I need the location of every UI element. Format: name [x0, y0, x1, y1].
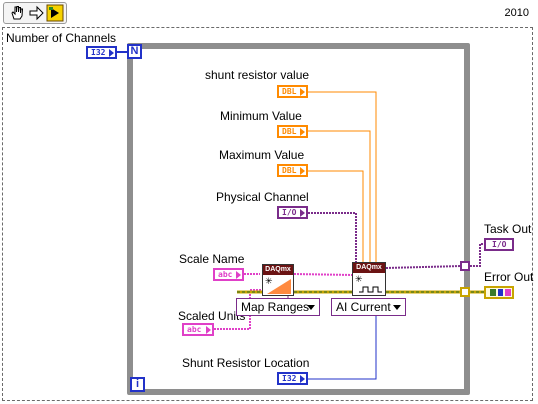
- run-icon[interactable]: [46, 4, 64, 27]
- maximum-value-label: Maximum Value: [219, 148, 305, 162]
- iteration-terminal: i: [130, 377, 145, 392]
- chevron-down-icon: [307, 305, 315, 310]
- terminal-arrow-icon: [300, 375, 305, 383]
- shunt-resistor-location-label: Shunt Resistor Location: [182, 356, 310, 370]
- toolbar: 2010: [0, 0, 538, 26]
- daqmx-header: DAQmx: [353, 263, 385, 273]
- shunt-resistor-location-control[interactable]: I32: [277, 372, 308, 385]
- error-out-indicator[interactable]: [484, 286, 514, 299]
- minimum-value-control[interactable]: DBL: [277, 125, 308, 138]
- terminal-arrow-icon: [300, 209, 305, 217]
- ai-current-value: AI Current: [336, 300, 391, 314]
- maximum-value-control[interactable]: DBL: [277, 164, 308, 177]
- maximum-value-type: DBL: [282, 166, 297, 175]
- scaled-units-label: Scaled Units: [178, 309, 246, 323]
- chevron-down-icon: [393, 305, 401, 310]
- arrow-icon[interactable]: [28, 5, 44, 26]
- scaled-units-type: abc: [187, 325, 202, 334]
- terminal-arrow-icon: [300, 167, 305, 175]
- shunt-resistor-value-type: DBL: [282, 87, 297, 96]
- error-out-label: Error Out: [484, 270, 534, 284]
- map-ranges-selector[interactable]: Map Ranges: [236, 298, 320, 316]
- task-out-type: I/O: [492, 240, 507, 249]
- task-out-label: Task Out: [484, 222, 532, 236]
- num-channels-control[interactable]: I32: [86, 46, 117, 59]
- scale-name-type: abc: [218, 270, 233, 279]
- error-cluster-icon: [490, 289, 511, 296]
- terminal-arrow-icon: [300, 88, 305, 96]
- for-loop[interactable]: [127, 43, 470, 395]
- toolbar-button-group[interactable]: [3, 2, 67, 24]
- block-diagram-frame: [2, 27, 533, 401]
- svg-text:✳: ✳: [265, 277, 273, 287]
- num-channels-type: I32: [91, 48, 106, 57]
- hand-icon[interactable]: [9, 5, 25, 26]
- daqmx-create-channel-vi[interactable]: DAQmx ✳: [352, 262, 386, 296]
- scale-name-label: Scale Name: [179, 252, 245, 266]
- terminal-arrow-icon: [300, 128, 305, 136]
- shunt-resistor-location-type: I32: [282, 374, 297, 383]
- physical-channel-label: Physical Channel: [216, 190, 309, 204]
- scaled-units-control[interactable]: abc: [182, 323, 214, 336]
- task-out-indicator[interactable]: I/O: [484, 238, 514, 251]
- scale-ramp-icon: ✳: [265, 277, 291, 294]
- daqmx-create-scale-vi[interactable]: DAQmx ✳: [262, 264, 294, 296]
- scale-name-control[interactable]: abc: [213, 268, 244, 281]
- daqmx-header: DAQmx: [263, 265, 293, 275]
- map-ranges-value: Map Ranges: [241, 300, 310, 314]
- minimum-value-label: Minimum Value: [220, 109, 302, 123]
- terminal-arrow-icon: [206, 326, 211, 334]
- channel-wave-icon: ✳: [355, 275, 382, 293]
- terminal-arrow-icon: [236, 271, 241, 279]
- version-label: 2010: [504, 7, 529, 19]
- shunt-resistor-value-label: shunt resistor value: [205, 68, 310, 82]
- frame-title: Number of Channels: [6, 31, 117, 45]
- physical-channel-type: I/O: [282, 208, 297, 217]
- ai-current-selector[interactable]: AI Current: [331, 298, 406, 316]
- shunt-resistor-value-control[interactable]: DBL: [277, 85, 308, 98]
- minimum-value-type: DBL: [282, 127, 297, 136]
- terminal-arrow-icon: [109, 49, 114, 57]
- physical-channel-control[interactable]: I/O: [277, 206, 308, 219]
- svg-text:✳: ✳: [355, 275, 363, 285]
